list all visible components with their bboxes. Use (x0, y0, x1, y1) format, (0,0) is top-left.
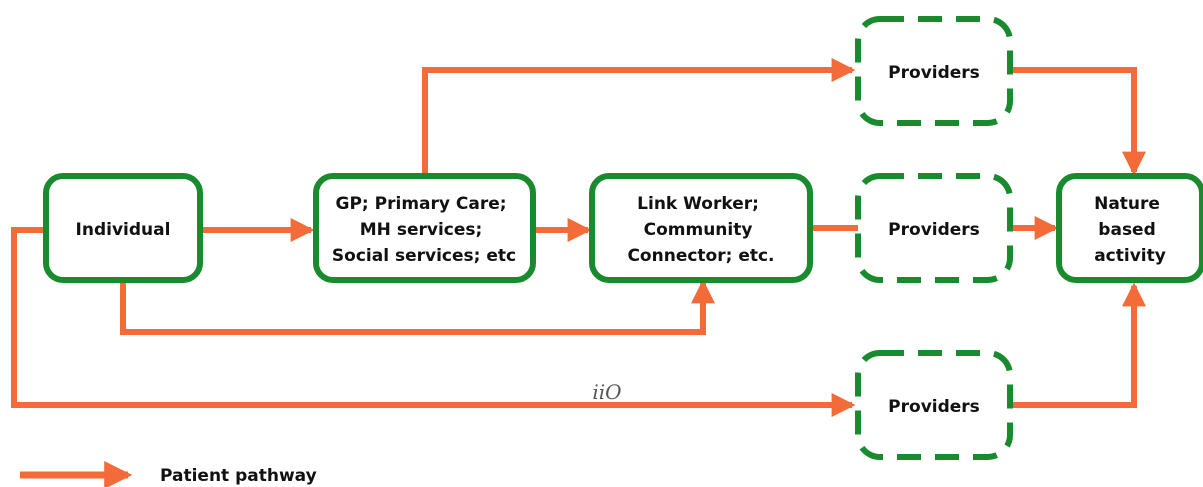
providers-mid-box (855, 173, 1013, 283)
individual-box (43, 173, 203, 283)
providers-bottom-label: Providers (888, 397, 980, 417)
svg-text:iiO: iiO (592, 380, 621, 404)
arrow-individual-to-providers-bottom (11, 227, 856, 417)
nature-box (1056, 173, 1203, 283)
arrow-providers-top-to-nature (1010, 67, 1146, 176)
providers-bottom-box (855, 350, 1013, 460)
link-worker-box (589, 173, 813, 283)
nature-label: Nature based activity (1094, 194, 1166, 266)
arrow-providers-bottom-to-nature (1010, 282, 1146, 408)
legend: Patient pathway (20, 461, 317, 487)
watermark-logo: iiO (592, 380, 621, 404)
gp-label: GP; Primary Care; MH services; Social se… (332, 194, 516, 266)
providers-top-label: Providers (888, 63, 980, 83)
legend-label: Patient pathway (160, 466, 317, 486)
arrow-gp-to-providers-top (422, 58, 856, 176)
providers-top-box (855, 16, 1013, 126)
individual-label: Individual (76, 220, 171, 240)
providers-mid-label: Providers (888, 220, 980, 240)
gp-box (313, 173, 536, 283)
arrows (11, 58, 1146, 417)
arrow-individual-to-link-worker (120, 279, 715, 335)
link-worker-label: Link Worker; Community Connector; etc. (627, 194, 774, 266)
